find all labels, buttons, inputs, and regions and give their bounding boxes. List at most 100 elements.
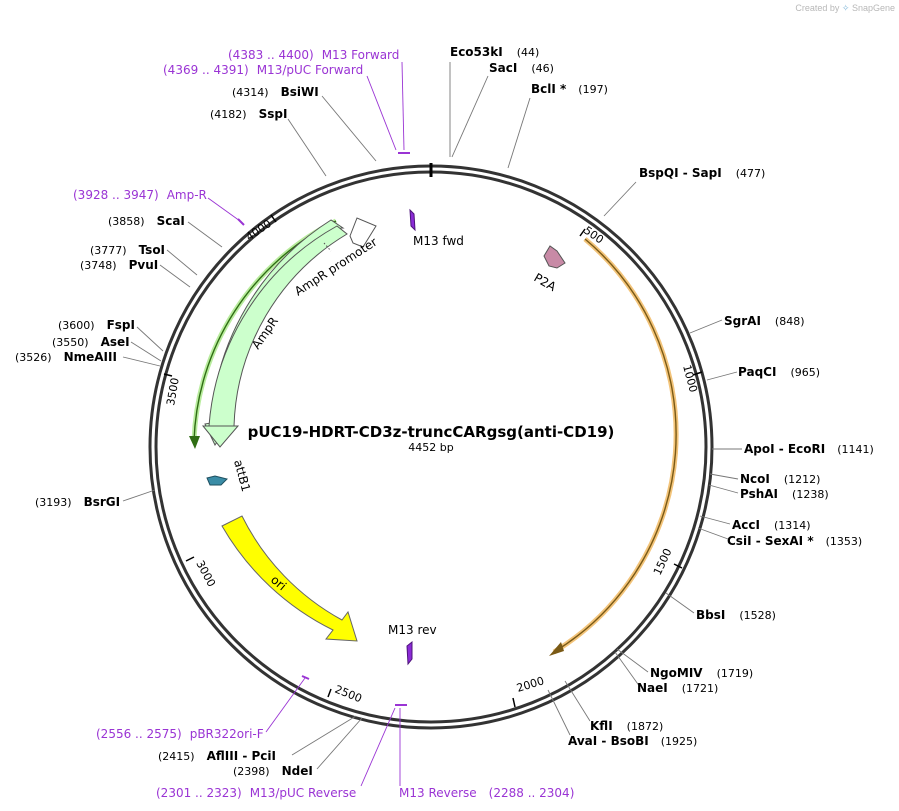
leader-asei <box>130 341 162 362</box>
tick-3500 <box>163 373 173 377</box>
site-label-ngomiv[interactable]: NgoMIV(1719) <box>650 666 753 680</box>
orf-arc-orange-line <box>553 238 677 653</box>
site-label-afliii-pcii[interactable]: (2415)AflIII - PciI <box>158 749 276 763</box>
leader-acci <box>699 515 731 525</box>
tick-label-1500: 1500 <box>651 546 675 577</box>
plasmid-backbone <box>148 163 714 730</box>
site-label-bcli[interactable]: BclI *(197) <box>531 82 608 96</box>
orf-arc-orange <box>552 237 679 655</box>
site-label-scai[interactable]: (3858)ScaI <box>108 214 185 228</box>
site-label-eco53ki[interactable]: Eco53kI(44) <box>450 45 539 59</box>
leader-pshai <box>708 484 739 494</box>
primer-leader-pbr322ori-f <box>265 677 306 733</box>
tick-4000 <box>270 214 277 223</box>
site-label-ncoi[interactable]: NcoI(1212) <box>740 472 820 486</box>
leader-scai <box>187 221 223 248</box>
site-label-sspi[interactable]: (4182)SspI <box>210 107 287 121</box>
primer-label-m13-puc-forward[interactable]: (4369 .. 4391)M13/pUC Forward <box>163 63 363 77</box>
snapgene-logo-icon: ✧ <box>841 3 850 13</box>
leader-bsrgi <box>122 489 156 502</box>
site-label-kfli[interactable]: KflI(1872) <box>590 719 663 733</box>
site-label-asei[interactable]: (3550)AseI <box>52 335 130 349</box>
primer-labels: (4383 .. 4400)M13 Forward (4369 .. 4391)… <box>73 48 574 800</box>
site-label-sgrai[interactable]: SgrAI(848) <box>724 314 805 328</box>
ampr-arrowhead <box>201 425 240 448</box>
feature-label-attb1: attB1 <box>231 458 253 493</box>
snapgene-credit: Created by ✧ SnapGene <box>795 3 895 14</box>
site-label-bspqi-sapi[interactable]: BspQI - SapI(477) <box>639 166 765 180</box>
leader-bcli <box>507 97 531 169</box>
site-label-pvui[interactable]: (3748)PvuI <box>80 258 158 272</box>
primer-leader-m13-puc-forward <box>366 75 397 151</box>
primer-mark-pbr322ori-f <box>301 675 310 680</box>
tick-label-2000: 2000 <box>515 674 546 695</box>
site-label-fspi[interactable]: (3600)FspI <box>58 318 135 332</box>
tick-label-3500: 3500 <box>164 377 182 407</box>
leader-saci <box>451 75 489 158</box>
plasmid-name: pUC19-HDRT-CD3z-truncCARgsg(anti-CD19) <box>248 423 615 441</box>
site-label-acci[interactable]: AccI(1314) <box>732 518 811 532</box>
site-label-tsoi[interactable]: (3777)TsoI <box>90 243 165 257</box>
tick-3000 <box>185 556 195 562</box>
features <box>201 208 566 666</box>
primer-label-m13-puc-reverse[interactable]: (2301 .. 2323)M13/pUC Reverse <box>156 786 356 800</box>
site-label-bsiwi[interactable]: (4314)BsiWI <box>232 85 319 99</box>
primer-label-amp-r[interactable]: (3928 .. 3947)Amp-R <box>73 188 207 202</box>
tick-label-500: 500 <box>581 224 606 247</box>
primer-label-m13-reverse[interactable]: M13 Reverse(2288 .. 2304) <box>399 786 574 800</box>
tick-1000 <box>692 371 703 376</box>
leader-kfli <box>564 680 591 722</box>
leader-ndei <box>316 717 363 770</box>
feature-label-p2a: P2A <box>532 270 560 294</box>
plasmid-length: 4452 bp <box>408 441 453 454</box>
leader-naei <box>614 651 641 688</box>
site-label-bbsi[interactable]: BbsI(1528) <box>696 608 776 622</box>
ampr-promoter-arrow <box>349 217 377 248</box>
leader-fspi <box>136 326 164 352</box>
site-label-naei[interactable]: NaeI(1721) <box>637 681 718 695</box>
leader-tsoi <box>166 249 198 276</box>
leader-ngomiv <box>616 648 649 673</box>
orf-arc-green-arrowhead <box>189 436 200 449</box>
leader-ncoi <box>709 473 739 480</box>
m13-fwd-arrow <box>409 208 416 232</box>
primer-label-pbr322ori-f[interactable]: (2556 .. 2575)pBR322ori-F <box>96 727 264 741</box>
site-label-saci[interactable]: SacI(46) <box>489 61 554 75</box>
tick-2500 <box>327 688 332 698</box>
orf-arcs <box>189 218 679 656</box>
primer-label-m13-forward[interactable]: (4383 .. 4400)M13 Forward <box>228 48 399 62</box>
orf-arc-orange-arrowhead <box>549 642 564 656</box>
leader-bsiwi <box>321 95 377 162</box>
leader-paqci <box>706 371 738 381</box>
tick-2000 <box>512 697 516 708</box>
leader-nmeaiii <box>122 356 161 367</box>
tick-label-4000: 4000 <box>243 217 273 243</box>
primer-leader-m13-forward <box>401 61 405 151</box>
site-label-nmeaiii[interactable]: (3526)NmeAIII <box>15 350 117 364</box>
feature-label-m13-fwd: M13 fwd <box>413 234 464 248</box>
primer-marks <box>237 152 410 706</box>
site-label-bsrgi[interactable]: (3193)BsrGI <box>35 495 120 509</box>
leader-sgrai <box>689 319 723 334</box>
site-label-csii-sexai[interactable]: CsiI - SexAI *(1353) <box>727 534 862 548</box>
tick-500 <box>579 228 586 237</box>
leader-bbsi <box>665 592 695 614</box>
site-label-apoi-ecori[interactable]: ApoI - EcoRI(1141) <box>744 442 874 456</box>
tick-label-2500: 2500 <box>333 683 364 706</box>
site-label-ndei[interactable]: (2398)NdeI <box>233 764 313 778</box>
m13-rev-arrow <box>406 640 413 666</box>
credit-brand: SnapGene <box>851 3 895 13</box>
site-label-paqci[interactable]: PaqCI(965) <box>738 365 820 379</box>
primer-leaders <box>207 61 405 787</box>
leader-pvui <box>159 264 191 288</box>
credit-prefix: Created by <box>795 3 840 13</box>
site-label-pshai[interactable]: PshAI(1238) <box>740 487 829 501</box>
leader-bspqi-sapi <box>603 181 637 217</box>
site-labels: Eco53kI(44) SacI(46) BclI *(197) BspQI -… <box>15 45 874 778</box>
leader-sspi <box>287 118 327 177</box>
primer-leader-m13-puc-reverse <box>360 707 396 787</box>
site-label-avai-bsobi[interactable]: AvaI - BsoBI(1925) <box>568 734 697 748</box>
feature-label-m13-rev: M13 rev <box>388 623 437 637</box>
attb1-arrow <box>206 475 228 486</box>
primer-leader-amp-r <box>207 197 241 222</box>
